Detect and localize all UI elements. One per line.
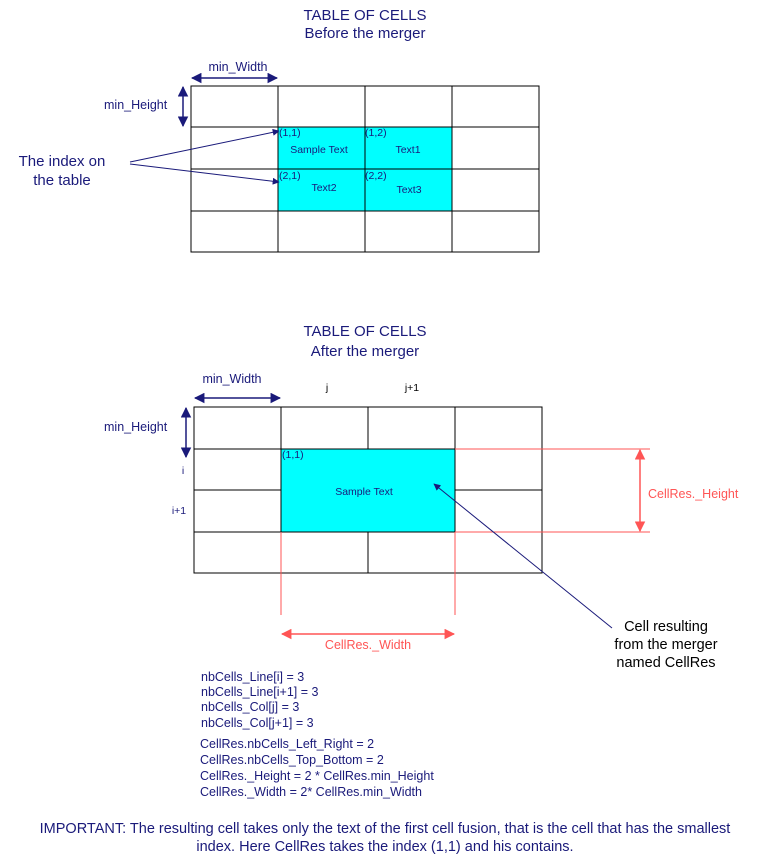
before-text-1-1: Sample Text — [290, 144, 348, 156]
before-cell-fill-1-2 — [365, 127, 452, 169]
important-note: IMPORTANT: The resulting cell takes only… — [39, 821, 731, 855]
callout-arrow — [433, 483, 613, 629]
row-label-i1: i+1 — [172, 505, 186, 517]
before-title: TABLE OF CELLS — [303, 7, 426, 24]
before-cell-fill-2-1 — [278, 169, 365, 211]
formulas-group-a: nbCells_Line[i] = 3 nbCells_Line[i+1] = … — [201, 670, 318, 730]
index-arrow-to-2-1 — [129, 163, 280, 185]
after-min-height-label: min_Height — [104, 420, 168, 434]
formula-line: CellRes._Height = 2 * CellRes.min_Height — [200, 769, 434, 783]
callout-line3: named CellRes — [616, 655, 715, 671]
col-label-j: j — [325, 382, 328, 394]
before-index-1-1: (1,1) — [279, 127, 301, 139]
before-grid — [190, 85, 540, 253]
merged-index: (1,1) — [282, 449, 304, 461]
cellres-height-label: CellRes._Height — [648, 487, 739, 501]
formula-line: CellRes._Width = 2* CellRes.min_Width — [200, 785, 422, 799]
after-title: TABLE OF CELLS — [303, 323, 426, 340]
after-min-width-label: min_Width — [202, 372, 261, 386]
row-label-i: i — [182, 465, 184, 477]
before-cell-fill-2-2 — [365, 169, 452, 211]
before-subtitle: Before the merger — [305, 25, 426, 42]
index-label-line1: The index on — [19, 153, 106, 170]
formulas-group-b: CellRes.nbCells_Left_Right = 2 CellRes.n… — [200, 737, 434, 799]
callout-line1: Cell resulting — [624, 619, 708, 635]
before-text-2-2: Text3 — [396, 184, 421, 196]
before-index-2-2: (2,2) — [365, 170, 387, 182]
index-label-line2: the table — [33, 172, 91, 189]
result-extent-lines — [280, 448, 650, 615]
merged-text: Sample Text — [335, 486, 393, 498]
formula-line: nbCells_Col[j+1] = 3 — [201, 716, 314, 730]
before-min-height-label: min_Height — [104, 98, 168, 112]
after-subtitle: After the merger — [311, 343, 419, 360]
merged-cell — [281, 449, 455, 532]
formula-line: CellRes.nbCells_Top_Bottom = 2 — [200, 753, 384, 767]
before-text-1-2: Text1 — [395, 144, 420, 156]
before-min-width-label: min_Width — [208, 60, 267, 74]
cellres-width-label: CellRes._Width — [325, 638, 411, 652]
callout-line2: from the merger — [614, 637, 717, 653]
before-cell-fill-1-1 — [278, 127, 365, 169]
before-index-1-2: (1,2) — [365, 127, 387, 139]
col-label-j1: j+1 — [404, 382, 419, 394]
index-arrow-to-1-1 — [129, 128, 280, 163]
before-text-2-1: Text2 — [311, 182, 336, 194]
formula-line: nbCells_Line[i] = 3 — [201, 670, 304, 684]
formula-line: nbCells_Line[i+1] = 3 — [201, 685, 318, 699]
formula-line: nbCells_Col[j] = 3 — [201, 700, 299, 714]
formula-line: CellRes.nbCells_Left_Right = 2 — [200, 737, 374, 751]
before-index-2-1: (2,1) — [279, 170, 301, 182]
